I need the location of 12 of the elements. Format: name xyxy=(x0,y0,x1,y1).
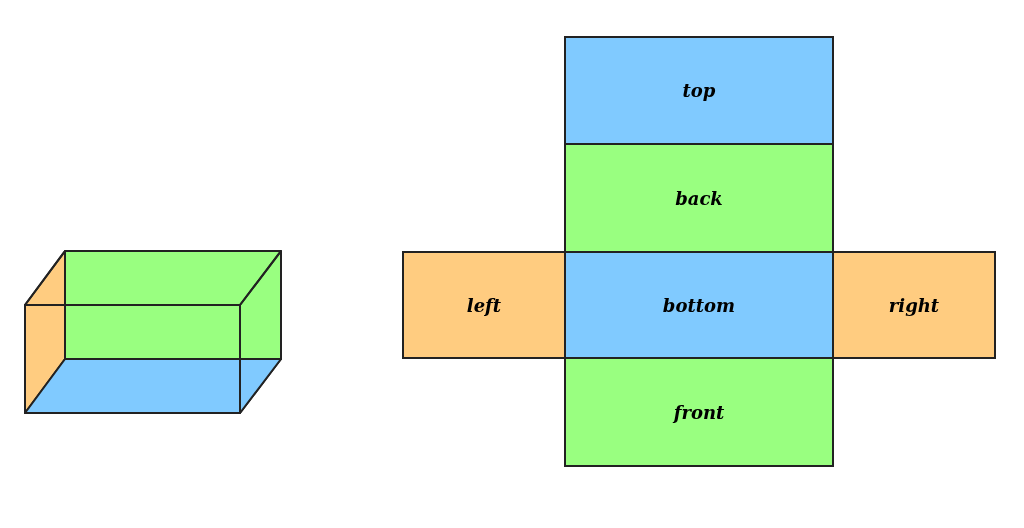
net-face xyxy=(832,251,996,359)
net-face xyxy=(564,143,834,253)
face-label: top xyxy=(682,80,716,101)
face-label: bottom xyxy=(662,294,736,316)
face-label: front xyxy=(673,401,725,423)
face-label: left xyxy=(466,294,502,316)
face-label: right xyxy=(888,294,940,316)
net-face xyxy=(564,251,834,359)
net-face xyxy=(402,251,566,359)
face-label: back xyxy=(675,187,723,209)
net-face xyxy=(564,357,834,467)
net-face xyxy=(564,36,834,145)
